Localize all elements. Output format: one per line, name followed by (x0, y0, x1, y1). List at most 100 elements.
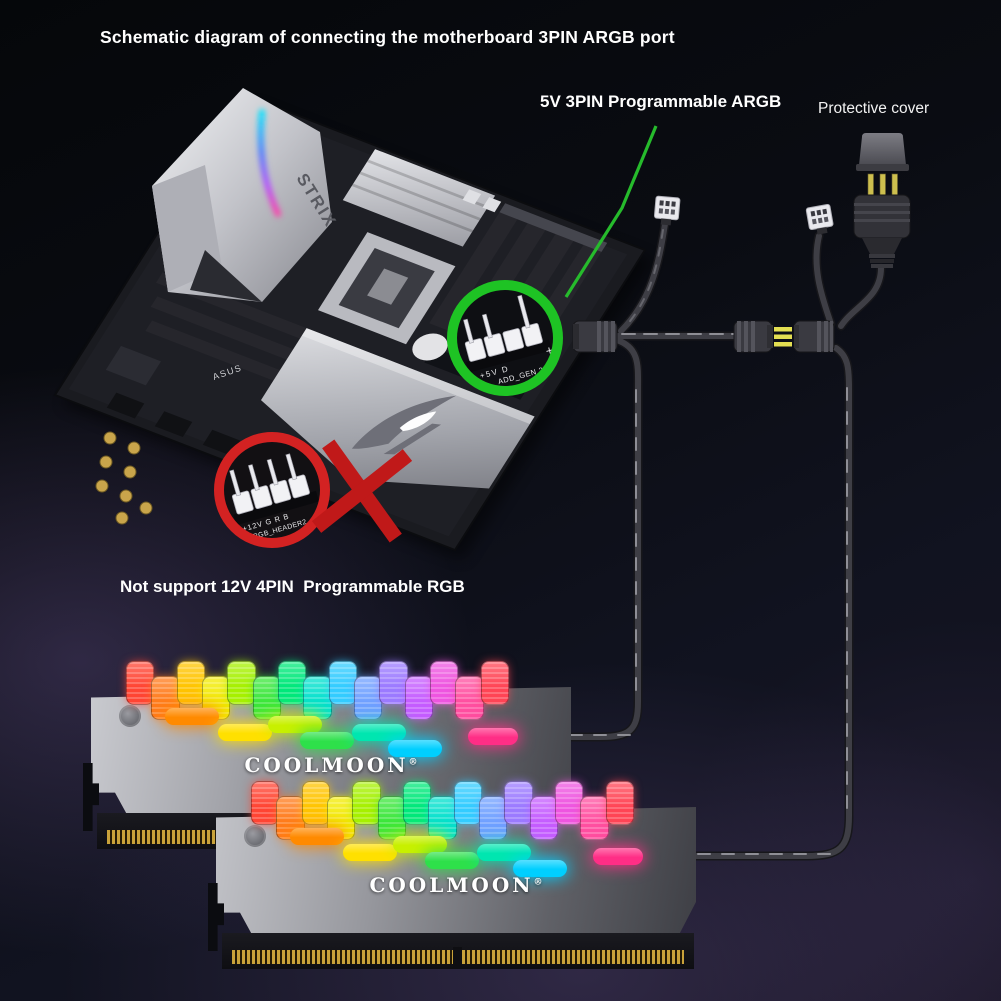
rgb-segment (326, 796, 356, 840)
rgb-segment (480, 661, 509, 705)
rgb-segment (554, 781, 584, 825)
strip-connector-a (653, 195, 681, 226)
protective-cover-assembly (853, 133, 911, 268)
cover-connector-pins (867, 173, 898, 196)
io-chip (154, 411, 193, 438)
rgb-segment (218, 724, 272, 741)
protective-cap-rim (856, 164, 909, 171)
rgb-segment (277, 661, 307, 705)
connector-pins-gold (774, 327, 792, 347)
vrm-heatsink (342, 149, 496, 247)
ram2-screw (244, 825, 266, 847)
rgb-segment (468, 728, 518, 745)
trademark-mark: ® (533, 877, 543, 888)
rgb-segment (301, 781, 330, 825)
argb-header-pin (481, 313, 493, 339)
rgb-segment (580, 796, 609, 840)
rgb-segment (455, 676, 484, 720)
header-base (465, 339, 552, 373)
io-shroud-notch (190, 250, 262, 302)
rgb-segment (252, 676, 281, 720)
cmos-battery (412, 333, 448, 361)
not-support-label: Not support 12V 4PIN Programmable RGB (120, 577, 465, 596)
rgb-segment (251, 781, 280, 825)
rgb-segment (300, 732, 354, 749)
red-ring (214, 432, 330, 548)
rgb-segment (176, 661, 205, 705)
ram2-pcb (222, 933, 694, 969)
rgb-highlight-circle: +12V G R B RGB_HEADER2 (214, 432, 330, 548)
argb-callout-line (564, 125, 658, 298)
rog-eye-logo (351, 395, 457, 455)
ram-module-2: COOLMOON® (208, 781, 702, 981)
rgb-header-pin (266, 458, 279, 486)
brand-text: COOLMOON (369, 873, 534, 897)
vrm-brush-line (366, 159, 489, 209)
rgb-segment (513, 860, 567, 877)
rgb-segment (343, 844, 397, 861)
argb-header-socket (502, 328, 525, 352)
green-ring (447, 280, 563, 396)
rgb-segment (402, 781, 432, 825)
cpu-socket-center (367, 268, 409, 305)
page-title: Schematic diagram of connecting the moth… (100, 27, 675, 47)
barrel-connector-left (572, 320, 618, 353)
motherboard-components (68, 107, 628, 537)
ram2-gold-pins (232, 947, 684, 967)
rgb-segment (227, 661, 256, 705)
rgb-segment (428, 796, 457, 840)
rgb-segment (605, 781, 634, 825)
strip-connector-b (805, 204, 834, 235)
rgb-segment (379, 661, 408, 705)
connector-rib (854, 203, 910, 206)
cable-to-ram1 (543, 337, 642, 740)
rgb-header-pin (229, 469, 241, 497)
rgb-segment (352, 781, 381, 825)
pcie-slot (145, 320, 313, 393)
cable-strip-connector-b (813, 233, 834, 327)
rgb-segment (290, 828, 344, 845)
barrel-connectors (572, 320, 835, 353)
argb-header-pin (517, 294, 531, 329)
rgb-segment (593, 848, 643, 865)
rgb-segment (126, 661, 155, 705)
cable-to-ram2 (651, 345, 852, 859)
vrm-brush-line (359, 171, 481, 221)
connector-rib (854, 211, 910, 214)
connector-rib (854, 219, 910, 222)
trademark-mark: ® (408, 757, 418, 768)
argb-port-label: 5V 3PIN Programmable ARGB (540, 92, 782, 111)
argb-highlight-circle: +5V D ADD_GEN 2 + (447, 280, 563, 396)
rgb-segment (529, 796, 558, 840)
ram2-brand: COOLMOON® (210, 873, 702, 897)
strain-relief (869, 254, 895, 258)
brand-text: COOLMOON (244, 753, 409, 777)
rgb-header-pin (285, 453, 298, 481)
rgb-segment (268, 716, 322, 733)
rgb-segment (328, 661, 357, 705)
io-chip (106, 392, 145, 419)
argb-header-pin (463, 318, 474, 344)
rgb-segment (404, 676, 433, 720)
rgb-header-pin (247, 464, 260, 491)
motherboard: STRIX ASUS (53, 88, 653, 560)
header-base (233, 490, 319, 526)
rog-heatsink-edge (301, 328, 535, 424)
rgb-light-strip (257, 109, 281, 217)
rgb-segment (393, 836, 447, 853)
ram1-brand: COOLMOON® (85, 753, 577, 777)
chipset (105, 345, 161, 386)
rgb-segment (388, 740, 442, 757)
gold-capacitors (95, 431, 153, 525)
rgb-segment (201, 676, 231, 720)
strain-relief (870, 259, 894, 263)
rgb-segment (453, 781, 482, 825)
vrm-brush-line (351, 183, 474, 233)
barrel-connector-female (793, 320, 835, 353)
connector-taper (862, 238, 902, 254)
ram1-screw (119, 705, 141, 727)
rgb-segment (477, 844, 531, 861)
ram-slot-clips (499, 203, 608, 252)
